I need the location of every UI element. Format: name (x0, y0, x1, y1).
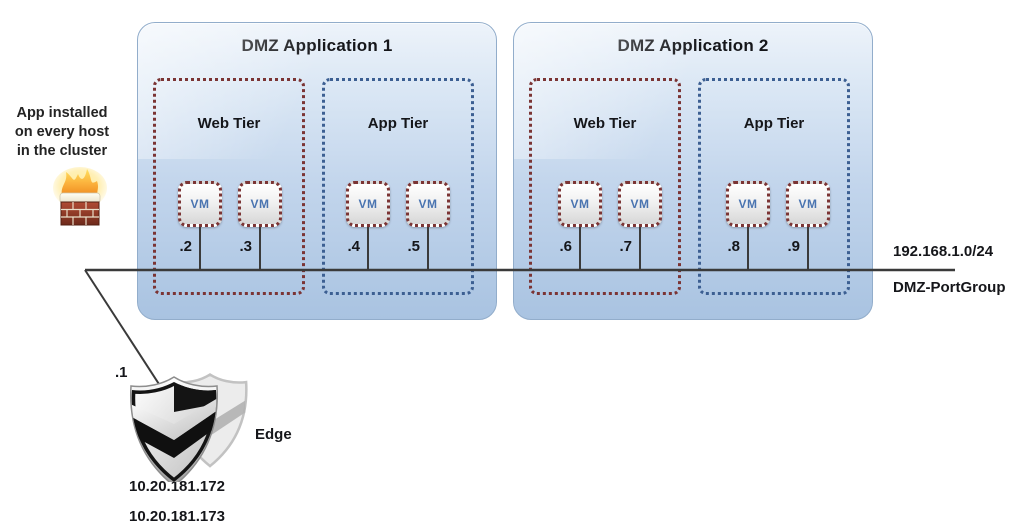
vm-node: VM (346, 181, 390, 227)
app1-app-tier-label: App Tier (367, 115, 429, 132)
app2-web-tier-label: Web Tier (573, 115, 637, 132)
vm-node: VM (558, 181, 602, 227)
vm-label: VM (358, 197, 378, 211)
vm-node: VM (786, 181, 830, 227)
vm-ip-suffix: .5 (407, 238, 420, 255)
edge-shield-icon (129, 373, 248, 482)
edge-label: Edge (255, 426, 292, 443)
cluster-note: App installed on every host in the clust… (8, 104, 116, 161)
vm-label: VM (570, 197, 590, 211)
cluster-note-line: App installed (16, 105, 108, 121)
vm-label: VM (190, 197, 210, 211)
edge-ip-address: 10.20.181.173 (129, 508, 225, 525)
vm-node: VM (618, 181, 662, 227)
app2-app-tier-label: App Tier (743, 115, 805, 132)
app1-web-tier-box: Web Tier (153, 78, 305, 295)
cluster-note-line: in the cluster (16, 143, 108, 159)
dmz-application-1-title: DMZ Application 1 (241, 36, 393, 55)
vm-ip-suffix: .4 (347, 238, 360, 255)
cluster-note-line: on every host (14, 124, 110, 140)
vm-ip-suffix: .9 (787, 238, 800, 255)
firewall-icon (53, 167, 107, 226)
vm-label: VM (418, 197, 438, 211)
vm-label: VM (798, 197, 818, 211)
app1-app-tier-box: App Tier (322, 78, 474, 295)
edge-ip-address: 10.20.181.172 (129, 478, 225, 495)
portgroup-label: DMZ-PortGroup (893, 279, 1006, 296)
vm-ip-suffix: .6 (559, 238, 572, 255)
vm-label: VM (250, 197, 270, 211)
vm-node: VM (238, 181, 282, 227)
app1-web-tier-label: Web Tier (197, 115, 261, 132)
vm-ip-suffix: .7 (619, 238, 632, 255)
vm-ip-suffix: .3 (239, 238, 252, 255)
vm-node: VM (726, 181, 770, 227)
vm-node: VM (178, 181, 222, 227)
subnet-label: 192.168.1.0/24 (893, 243, 994, 260)
vm-ip-suffix: .8 (727, 238, 740, 255)
vm-label: VM (738, 197, 758, 211)
vm-node: VM (406, 181, 450, 227)
vm-ip-suffix: .2 (179, 238, 192, 255)
app2-web-tier-box: Web Tier (529, 78, 681, 295)
dmz-application-2-title: DMZ Application 2 (617, 36, 769, 55)
app2-app-tier-box: App Tier (698, 78, 850, 295)
vm-label: VM (630, 197, 650, 211)
